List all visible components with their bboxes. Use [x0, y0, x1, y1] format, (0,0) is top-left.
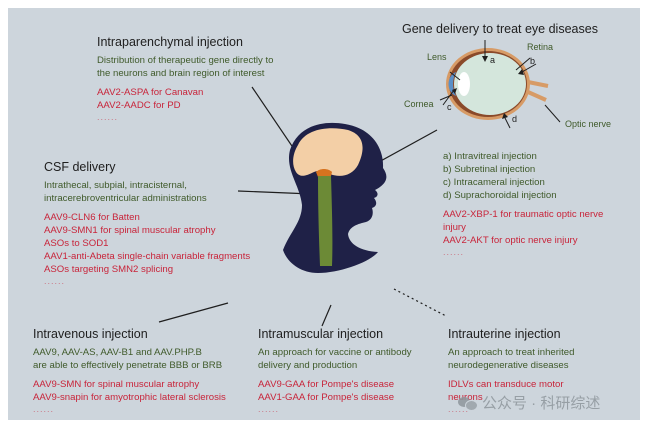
example-item: ASOs to SOD1 — [44, 238, 109, 249]
example-item: AAV9-snapin for amyotrophic lateral scle… — [33, 392, 226, 403]
eye-section-title: Gene delivery to treat eye diseases — [402, 22, 598, 36]
label-d: d — [512, 114, 517, 124]
description-line: intracerebroventricular administrations — [44, 193, 207, 204]
example-item: AAV1-GAA for Pompe's disease — [258, 392, 395, 403]
wechat-icon — [458, 395, 478, 411]
example-item: AAV9-SMN1 for spinal muscular atrophy — [44, 225, 216, 236]
connector-intraparenchymal — [251, 86, 297, 153]
route-item: a) Intravitreal injection — [443, 151, 537, 162]
more-ellipsis: ...... — [97, 112, 119, 122]
more-ellipsis: ...... — [44, 276, 66, 286]
section-title: Intravenous injection — [33, 327, 148, 341]
eye-lens — [458, 72, 470, 96]
example-item: IDLVs can transduce motor — [448, 379, 564, 390]
description-line: An approach for vaccine or antibody — [258, 347, 412, 358]
label-b: b — [530, 56, 535, 66]
description-line: the neurons and brain region of interest — [97, 68, 265, 79]
label-cornea: Cornea — [404, 99, 434, 109]
section-intramuscular: Intramuscular injection An approach for … — [258, 326, 412, 415]
more-ellipsis: ...... — [443, 247, 465, 257]
route-item: c) Intracameral injection — [443, 177, 545, 188]
watermark-text: 公众号 · 科研综述 — [482, 395, 601, 412]
more-ellipsis: ...... — [33, 404, 55, 414]
section-title: Intramuscular injection — [258, 327, 384, 341]
spinal-cord — [318, 176, 333, 266]
section-intravenous: Intravenous injection AAV9, AAV-AS, AAV-… — [33, 326, 226, 415]
brain — [293, 128, 363, 176]
label-c: c — [447, 102, 452, 112]
label-lens: Lens — [427, 52, 447, 62]
description-line: Intrathecal, subpial, intracisternal, — [44, 180, 187, 191]
connector-intramuscular — [321, 304, 332, 327]
example-item: AAV2-AADC for PD — [97, 100, 181, 111]
example-item: AAV9-GAA for Pompe's disease — [258, 379, 395, 390]
example-item: injury — [443, 222, 466, 233]
brainstem — [316, 169, 332, 177]
example-item: AAV9-CLN6 for Batten — [44, 212, 140, 223]
label-optic-nerve: Optic nerve — [565, 119, 611, 129]
example-item: AAV1-anti-Abeta single-chain variable fr… — [44, 251, 251, 262]
label-retina: Retina — [527, 42, 553, 52]
eye-diagram: Lens Retina Cornea Optic nerve a b c d — [404, 40, 611, 129]
section-title: Intraparenchymal injection — [97, 35, 243, 49]
description-line: Distribution of therapeutic gene directl… — [97, 55, 274, 66]
eye-cornea — [448, 72, 456, 96]
route-item: d) Suprachoroidal injection — [443, 190, 557, 201]
more-ellipsis: ...... — [448, 404, 470, 414]
description-line: An approach to treat inherited — [448, 347, 575, 358]
description-line: delivery and production — [258, 360, 358, 371]
description-line: AAV9, AAV-AS, AAV-B1 and AAV.PHP.B — [33, 347, 202, 358]
section-eye-routes: a) Intravitreal injection b) Subretinal … — [443, 150, 603, 258]
optic-nerve-shape — [527, 80, 549, 102]
label-a: a — [490, 55, 495, 65]
more-ellipsis: ...... — [258, 404, 280, 414]
section-title: Intrauterine injection — [448, 327, 561, 341]
description-line: neurodegenerative diseases — [448, 360, 569, 371]
section-intraparenchymal: Intraparenchymal injection Distribution … — [97, 34, 274, 123]
description-line: are able to effectively penetrate BBB or… — [33, 360, 223, 371]
connector-intravenous — [158, 302, 229, 323]
connector-intrauterine — [393, 288, 447, 317]
watermark: 公众号 · 科研综述 — [458, 392, 600, 413]
example-item: ASOs targeting SMN2 splicing — [44, 264, 174, 275]
section-csf: CSF delivery Intrathecal, subpial, intra… — [44, 159, 250, 287]
section-title: CSF delivery — [44, 160, 116, 174]
eye-vitreous — [454, 53, 526, 115]
example-item: AAV2-AKT for optic nerve injury — [443, 235, 578, 246]
example-item: AAV2-XBP-1 for traumatic optic nerve — [443, 209, 604, 220]
example-item: AAV2-ASPA for Canavan — [97, 87, 204, 98]
example-item: AAV9-SMN for spinal muscular atrophy — [33, 379, 200, 390]
route-item: b) Subretinal injection — [443, 164, 536, 175]
